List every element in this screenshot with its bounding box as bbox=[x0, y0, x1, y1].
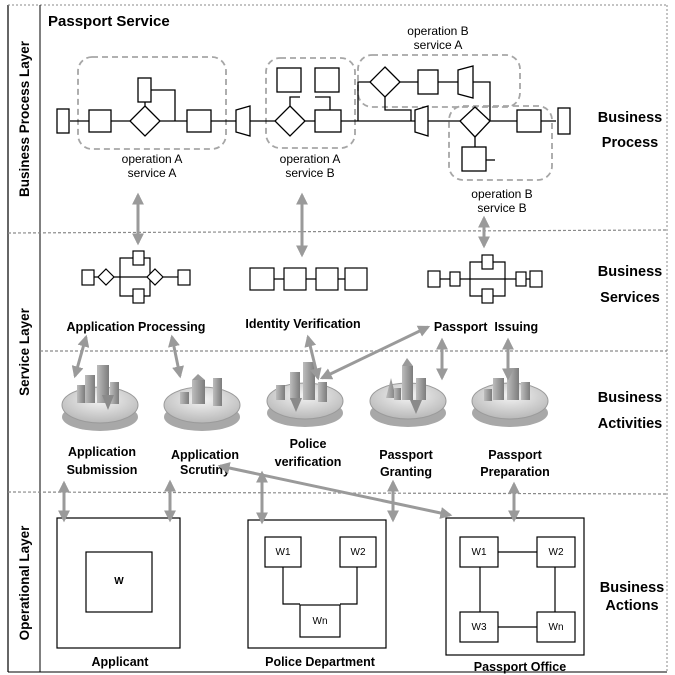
service-layer-label: Service Layer bbox=[17, 307, 32, 396]
police-worker-w1: W1 bbox=[276, 547, 291, 558]
service-application-processing-flow bbox=[81, 250, 191, 304]
op-b-svc-a-line-1: operation B bbox=[407, 24, 468, 38]
arrow-processing-to-scrutiny bbox=[168, 334, 184, 379]
platform-application-scrutiny bbox=[163, 374, 241, 431]
op-a-svc-b-line-2: service B bbox=[285, 166, 334, 180]
platform-passport-preparation bbox=[471, 368, 549, 427]
activity-application-submission-line-2: Submission bbox=[67, 463, 138, 477]
activity-police-verification-line-2: verification bbox=[275, 455, 342, 469]
police-worker-wn: Wn bbox=[313, 616, 328, 627]
layer-dividers bbox=[7, 229, 668, 495]
right-label-actions-line-1: Business bbox=[600, 580, 664, 596]
service-identity-verification-label: Identity Verification bbox=[245, 317, 360, 331]
office-worker-w2: W2 bbox=[549, 547, 564, 558]
actor-police-department-label: Police Department bbox=[265, 655, 376, 669]
op-a-svc-a-line-2: service A bbox=[128, 166, 177, 180]
platform-application-submission bbox=[61, 365, 139, 431]
right-label-process-line-2: Process bbox=[602, 135, 658, 151]
activity-labels: Application Submission Application Scrut… bbox=[67, 437, 550, 479]
activity-platforms bbox=[61, 358, 549, 431]
op-b-svc-b-line-2: service B bbox=[477, 201, 526, 215]
group-op-b-svc-b bbox=[448, 105, 553, 181]
activity-passport-granting-line-2: Granting bbox=[380, 465, 432, 479]
actor-passport-office bbox=[445, 517, 585, 656]
office-worker-wn: Wn bbox=[549, 622, 564, 633]
actor-police-department bbox=[247, 519, 387, 649]
activity-passport-granting-line-1: Passport bbox=[379, 448, 433, 462]
op-a-svc-a-line-1: operation A bbox=[122, 152, 183, 166]
office-worker-w3: W3 bbox=[472, 622, 487, 633]
platform-passport-granting bbox=[369, 358, 447, 427]
right-labels: Business Process Business Services Busin… bbox=[598, 110, 664, 614]
connector-arrows bbox=[58, 192, 520, 525]
service-labels: Application Processing Identity Verifica… bbox=[67, 317, 539, 334]
activity-application-scrutiny-line-2: Scrutiny bbox=[180, 463, 230, 477]
right-label-activities-line-2: Activities bbox=[598, 416, 662, 432]
diagram-frame bbox=[7, 4, 668, 673]
activity-passport-preparation-line-2: Preparation bbox=[480, 465, 549, 479]
arrow-processing-to-submission bbox=[71, 334, 90, 379]
activity-application-submission-line-1: Application bbox=[68, 445, 136, 459]
activity-application-scrutiny-line-1: Application bbox=[171, 448, 239, 462]
op-b-svc-a-line-2: service A bbox=[414, 38, 463, 52]
op-b-svc-b-line-1: operation B bbox=[471, 187, 532, 201]
operation-labels: operation A service A operation A servic… bbox=[122, 24, 533, 215]
arrow-identity-to-police bbox=[304, 334, 322, 381]
activity-passport-preparation-line-1: Passport bbox=[488, 448, 542, 462]
group-op-a-svc-a bbox=[77, 56, 227, 150]
service-passport-issuing-label: Passport Issuing bbox=[434, 320, 538, 334]
business-process-flow bbox=[56, 54, 571, 181]
service-application-processing-label: Application Processing bbox=[67, 320, 206, 334]
activity-police-verification-line-1: Police bbox=[290, 437, 327, 451]
right-label-process-line-1: Business bbox=[598, 110, 662, 126]
police-worker-w2: W2 bbox=[351, 547, 366, 558]
office-worker-w1: W1 bbox=[472, 547, 487, 558]
business-process-layer-label: Business Process Layer bbox=[17, 40, 32, 197]
arrow-issuing-to-police bbox=[319, 325, 431, 380]
page-title: Passport Service bbox=[48, 13, 170, 30]
actor-applicant bbox=[56, 517, 181, 649]
platform-police-verification bbox=[266, 362, 344, 427]
op-a-svc-b-line-1: operation A bbox=[280, 152, 341, 166]
operational-layer-label: Operational Layer bbox=[17, 525, 32, 641]
service-identity-verification-flow bbox=[249, 267, 368, 291]
right-label-services-line-2: Services bbox=[600, 290, 660, 306]
right-label-activities-line-1: Business bbox=[598, 390, 662, 406]
applicant-worker-w: W bbox=[114, 576, 124, 587]
right-label-services-line-1: Business bbox=[598, 264, 662, 280]
right-label-actions-line-2: Actions bbox=[605, 598, 658, 614]
service-passport-issuing-flow bbox=[427, 254, 543, 304]
actor-applicant-label: Applicant bbox=[92, 655, 150, 669]
group-op-a-svc-b bbox=[265, 57, 356, 149]
actor-passport-office-label: Passport Office bbox=[474, 660, 566, 674]
